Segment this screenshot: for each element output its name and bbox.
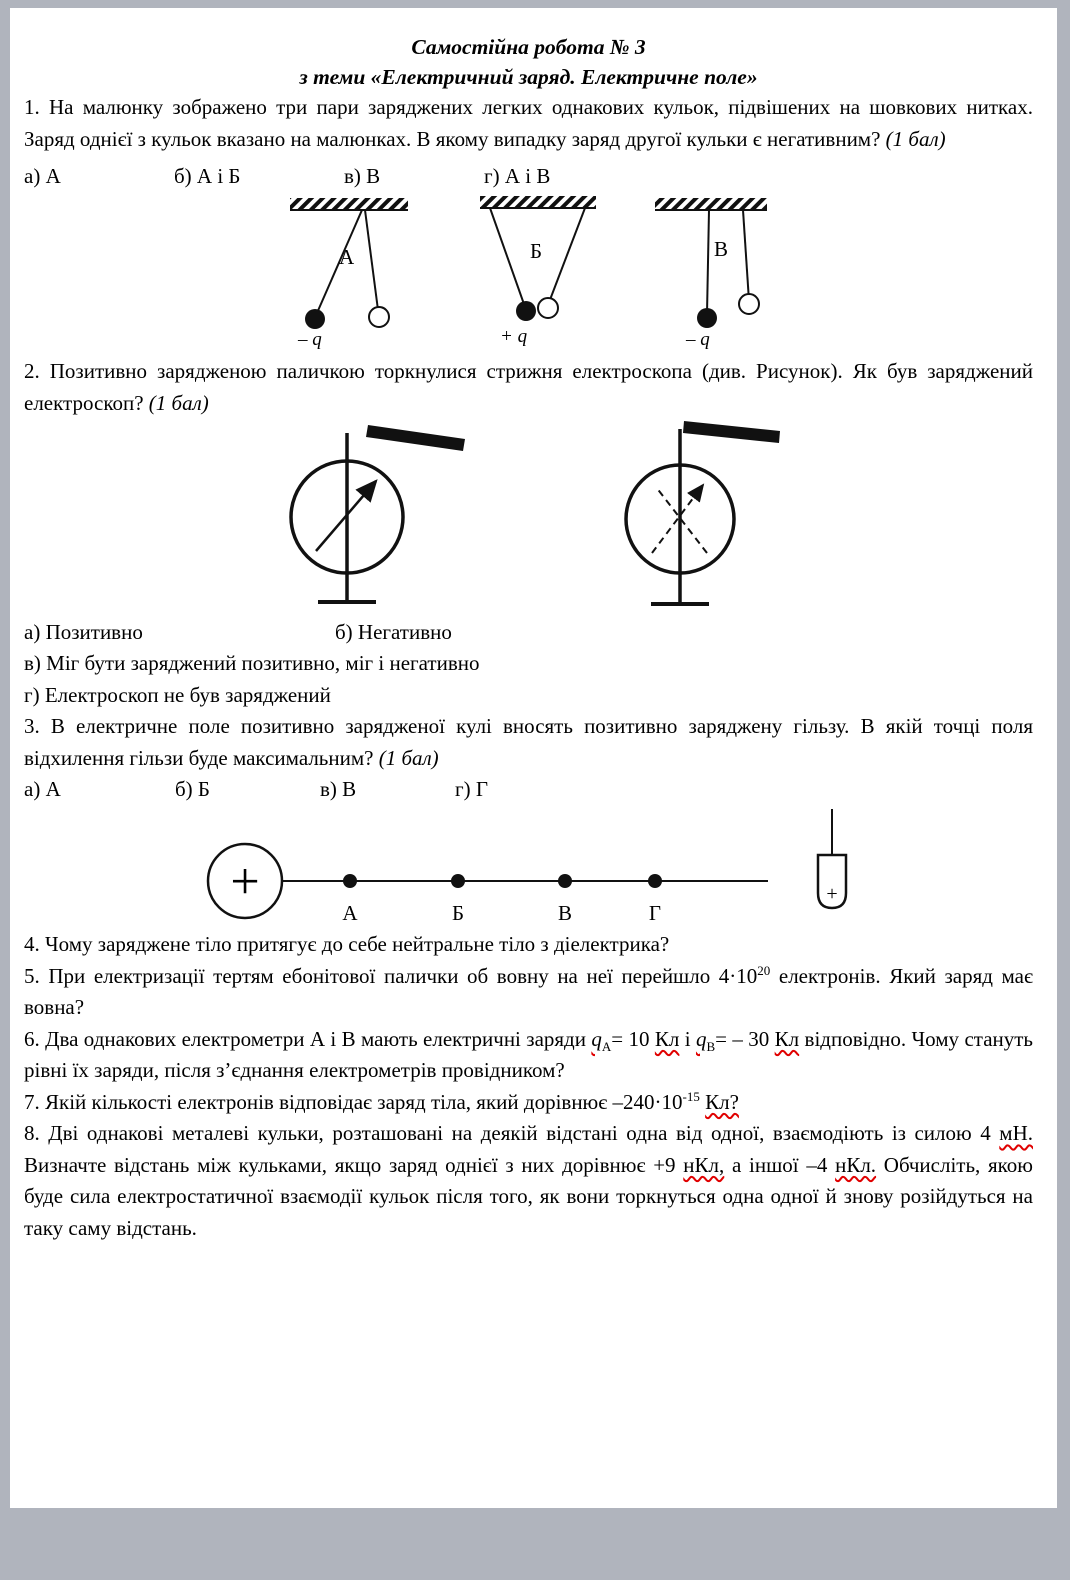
q3-body: 3. В електричне поле позитивно заряджено… — [24, 714, 1033, 770]
q6-s2: = 10 — [611, 1026, 655, 1051]
q6-unit-1: Кл — [654, 1026, 680, 1051]
question-1-text: 1. На малюнку зображено три пари зарядже… — [24, 92, 1033, 155]
figure-pendulums: А – q Б + q В – q — [290, 196, 767, 350]
question-2-text: 2. Позитивно зарядженою паличкою торкнул… — [24, 356, 1033, 419]
thread-left — [489, 207, 526, 308]
q5-exponent: 20 — [757, 962, 771, 978]
pair-label: А — [339, 245, 355, 269]
figure-electroscopes — [289, 421, 780, 606]
needle-arrow — [315, 479, 378, 552]
charged-stick — [366, 425, 465, 451]
question-8-text: 8. Дві однакові металеві кульки, розташо… — [24, 1118, 1033, 1244]
thread-right — [547, 207, 586, 306]
q2-option-a: а) Позитивно — [24, 620, 143, 644]
point-dot-a — [343, 874, 357, 888]
pair-label: В — [714, 237, 728, 261]
q6-charge-b-symbol: qВ — [695, 1026, 716, 1054]
question-2-options-row: а) Позитивно б) Негативно — [24, 617, 1033, 648]
charged-ball — [516, 301, 536, 321]
question-1-options: а) А б) А і Б в) В г) А і В — [24, 161, 1033, 192]
charge-label: – q — [685, 329, 710, 350]
point-label-b: Б — [452, 901, 464, 925]
q8-s1: 8. Дві однакові металеві кульки, розташо… — [24, 1121, 1000, 1145]
electroscope-right — [624, 421, 780, 606]
charge-label: – q — [297, 329, 322, 350]
thread-left — [706, 209, 710, 315]
q1-option-a: а) А — [24, 164, 61, 188]
q6-s3: і — [679, 1026, 696, 1051]
q1-option-v: в) В — [344, 164, 381, 188]
q8-unit-nkl-2: нКл. — [835, 1152, 877, 1177]
q6-s1: 6. Два однакових електрометри А і В мают… — [24, 1026, 592, 1051]
q8-s3: а іншої –4 — [724, 1152, 836, 1177]
q1-points: (1 бал) — [885, 126, 946, 151]
point-label-a: А — [342, 901, 358, 925]
point-label-v: В — [558, 901, 572, 925]
pendulum-pair-b: Б + q — [480, 196, 596, 347]
q6-charge-a-symbol: qА — [591, 1026, 612, 1054]
point-label-g: Г — [649, 901, 661, 925]
q3-option-v: в) В — [320, 777, 357, 801]
ceiling-hatch — [480, 196, 596, 208]
q2-points: (1 бал) — [148, 390, 209, 415]
q3-points: (1 бал) — [378, 745, 439, 770]
pair-label: Б — [530, 239, 542, 263]
q7-unit: Кл? — [705, 1089, 739, 1114]
q3-option-a: а) А — [24, 777, 61, 801]
q1-body: 1. На малюнку зображено три пари зарядже… — [24, 95, 1033, 151]
q2-option-v: в) Міг бути заряджений позитивно, міг і … — [24, 651, 480, 675]
q5-s2: електронів. Який заряд має вовна? — [24, 963, 1033, 1020]
q3-option-g: г) Г — [455, 777, 488, 801]
ceiling-hatch — [655, 198, 767, 210]
q8-unit-nkl-1: нКл, — [683, 1152, 725, 1177]
q6-unit-2: Кл — [774, 1026, 800, 1051]
q6-s5: відповідно. Чому стануть рівні їх заряди… — [24, 1026, 1034, 1083]
ceiling-hatch — [290, 198, 408, 210]
neutral-ball — [738, 293, 760, 315]
q7-exponent: -15 — [682, 1088, 700, 1104]
question-7-text: 7. Якій кількості електронів відповідає … — [24, 1087, 1033, 1119]
q5-s1: 5. При електризації тертям ебонітової па… — [24, 963, 758, 988]
point-dot-v — [558, 874, 572, 888]
pendulum-pair-a: А – q — [290, 198, 408, 350]
q2-option-b: б) Негативно — [335, 620, 452, 644]
q8-s4: Обчисліть, якою буде сила електростатичн… — [24, 1152, 1033, 1240]
q7-s1: 7. Якій кількості електронів відповідає … — [24, 1089, 683, 1114]
charged-stick — [683, 421, 780, 443]
question-6-text: 6. Два однакових електрометри А і В мают… — [24, 1024, 1033, 1087]
q2-body: 2. Позитивно зарядженою паличкою торкнул… — [24, 359, 1033, 415]
needle-dashed-arrow — [651, 483, 705, 554]
point-dot-b — [451, 874, 465, 888]
neutral-ball — [537, 297, 559, 319]
charged-ball — [697, 308, 717, 328]
q8-s2: Визначте відстань між кульками, якщо зар… — [24, 1152, 684, 1177]
needle-dashed-left — [655, 486, 708, 554]
q1-option-b: б) А і Б — [174, 164, 241, 188]
q8-unit-mn: мН. — [999, 1121, 1033, 1145]
question-4-text: 4. Чому заряджене тіло притягує до себе … — [24, 932, 670, 956]
question-3-options: а) А б) Б в) В г) Г — [24, 774, 1033, 805]
q6-s4: = – 30 — [715, 1026, 775, 1051]
electroscope-left — [289, 425, 465, 604]
doc-title-line2: з теми «Електричний заряд. Електричне по… — [299, 65, 758, 89]
thread-left — [316, 209, 363, 314]
q1-option-g: г) А і В — [484, 164, 551, 188]
document-page: Самостійна робота № 3 з теми «Електрични… — [10, 8, 1057, 1508]
test-sleeve — [816, 853, 848, 910]
sleeve-plus-sign: + — [826, 883, 837, 905]
point-dot-g — [648, 874, 662, 888]
doc-title-line1: Самостійна робота № 3 — [411, 35, 646, 59]
question-5-text: 5. При електризації тертям ебонітової па… — [24, 961, 1033, 1024]
charge-label: + q — [500, 326, 528, 347]
thread-right — [364, 209, 379, 311]
pendulum-pair-v: В – q — [655, 198, 767, 350]
neutral-ball — [368, 306, 390, 328]
charged-ball — [305, 309, 325, 329]
thread-right — [742, 209, 750, 302]
question-3-text: 3. В електричне поле позитивно заряджено… — [24, 711, 1033, 774]
figure-field-points: + А Б В Г + — [206, 809, 848, 925]
q3-option-b: б) Б — [175, 777, 210, 801]
q2-option-g: г) Електроскоп не був заряджений — [24, 682, 331, 707]
sphere-plus-sign: + — [230, 854, 259, 911]
